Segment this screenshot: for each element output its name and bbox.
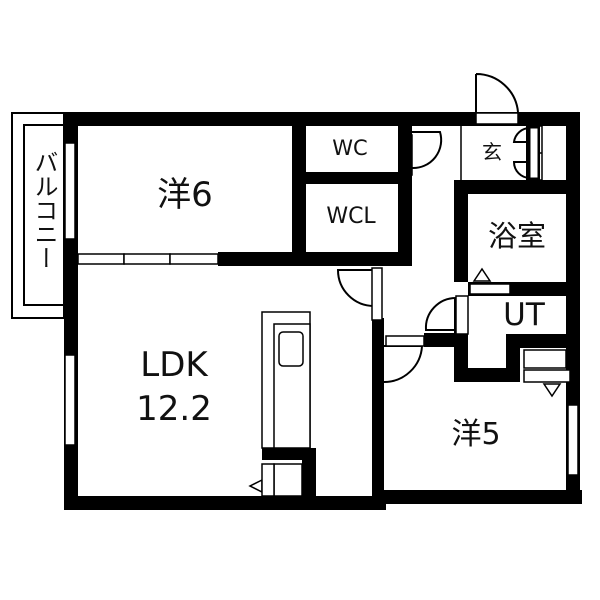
room-label-ldk-area: 12.2 bbox=[136, 389, 212, 429]
room-label-western5: 洋5 bbox=[451, 417, 501, 452]
entrance-door-2a bbox=[512, 126, 531, 143]
room-label-bathroom: 浴室 bbox=[487, 219, 546, 253]
room-label-wc: WC bbox=[332, 136, 368, 160]
room-label-ldk: LDK bbox=[140, 345, 208, 385]
room-label-utility: UT bbox=[503, 297, 545, 333]
wc-door bbox=[411, 131, 443, 170]
western5-door bbox=[383, 345, 424, 384]
room-label-western6: 洋6 bbox=[157, 175, 213, 215]
room-label-entrance: 玄 bbox=[482, 140, 502, 164]
ldk-door bbox=[336, 269, 375, 307]
sliding-door-western6[interactable] bbox=[77, 253, 219, 265]
entrance-door-2b bbox=[512, 161, 531, 179]
door-openings bbox=[371, 267, 571, 383]
entrance-door bbox=[475, 72, 519, 113]
ut-door bbox=[424, 296, 457, 331]
door-swings[interactable] bbox=[336, 72, 531, 384]
sink bbox=[278, 331, 304, 367]
room-label-balcony: バルコニー bbox=[30, 150, 58, 270]
entrance-shoe-rack bbox=[529, 127, 539, 179]
room-label-wcl: WCL bbox=[326, 204, 376, 229]
kitchen-counter bbox=[261, 311, 311, 497]
